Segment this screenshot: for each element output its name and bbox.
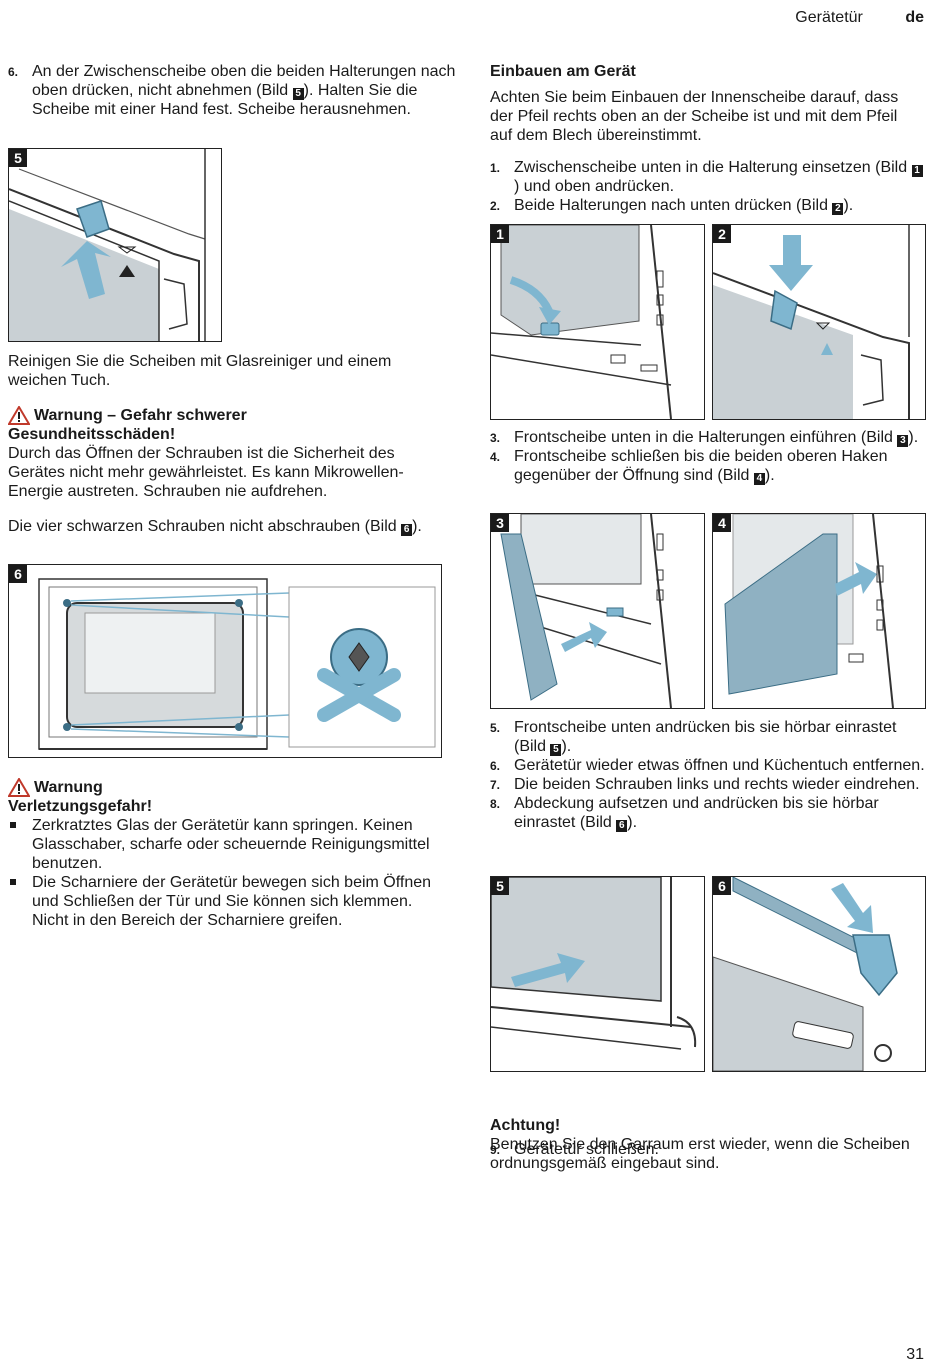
- figure-ref: 5: [550, 744, 562, 756]
- list-item: 8. Abdeckung aufsetzen und andrücken bis…: [490, 795, 879, 832]
- list-item: 7. Die beiden Schrauben links und rechts…: [490, 776, 920, 793]
- attention-note: Achtung! Benutzen Sie den Garraum erst w…: [490, 1116, 926, 1173]
- figure-ref: 5: [292, 88, 304, 100]
- step-number: 6.: [8, 65, 19, 79]
- cleaning-text: Reinigen Sie die Scheiben mit Glasreinig…: [8, 353, 392, 389]
- figure-badge: 5: [9, 149, 27, 167]
- warning-body: Durch das Öffnen der Schrauben ist die S…: [8, 445, 404, 500]
- figure-6-right-illustration: [713, 877, 898, 1071]
- figure-6-left: 6: [8, 564, 442, 758]
- figure-ref: 3: [897, 435, 909, 447]
- figure-badge: 6: [9, 565, 27, 583]
- warning-title: Warnung: [34, 779, 103, 796]
- figure-badge: 1: [491, 225, 509, 243]
- attention-title: Achtung!: [490, 1117, 561, 1134]
- figure-badge: 2: [713, 225, 731, 243]
- figure-4-right: 4: [712, 513, 926, 709]
- figure-4-illustration: [724, 514, 894, 708]
- install-steps-c: 5. Frontscheibe unten andrücken bis sie …: [490, 718, 926, 832]
- warning-bullet: Die Scharniere der Gerätetür bewegen sic…: [8, 873, 440, 930]
- figure-2-illustration: [713, 225, 910, 419]
- figure-2-right: 2: [712, 224, 926, 420]
- warning-bullet: Zerkratztes Glas der Gerätetür kann spri…: [8, 816, 440, 873]
- figure-3-right: 3: [490, 513, 705, 709]
- list-item: 4. Frontscheibe schließen bis die beiden…: [490, 448, 888, 485]
- figure-ref: 6: [616, 820, 628, 832]
- figure-5-left: 5: [8, 148, 222, 342]
- figure-1-right: 1: [490, 224, 705, 420]
- install-steps-b: 3. Frontscheibe unten in die Halterungen…: [490, 428, 926, 485]
- figure-badge: 4: [713, 514, 731, 532]
- figure-5-right-illustration: [491, 877, 697, 1050]
- warning-triangle-icon: [8, 778, 30, 797]
- list-item: 6. Gerätetür wieder etwas öffnen und Küc…: [490, 757, 925, 774]
- warning-title: Warnung – Gefahr schwerer: [34, 407, 247, 424]
- figure-1-illustration: [491, 225, 672, 419]
- attention-body: Benutzen Sie den Garraum erst wieder, we…: [490, 1136, 910, 1172]
- figure-badge: 3: [491, 514, 509, 532]
- install-step-9: 9. Gerätetür schließen.: [490, 1141, 659, 1158]
- install-heading: Einbauen am Gerät: [490, 63, 636, 80]
- figure-badge: 5: [491, 877, 509, 895]
- figure-3-illustration: [500, 514, 672, 708]
- list-item: 5. Frontscheibe unten andrücken bis sie …: [490, 719, 897, 756]
- install-intro: Achten Sie beim Einbauen der Innenscheib…: [490, 89, 899, 144]
- figure-5-right: 5: [490, 876, 705, 1072]
- warning-subtitle: Gesundheitsschäden!: [8, 426, 176, 443]
- figure-ref: 4: [753, 473, 765, 485]
- list-item: 3. Frontscheibe unten in die Halterungen…: [490, 429, 919, 447]
- list-item: 2. Beide Halterungen nach unten drücken …: [490, 197, 854, 215]
- section-title: Gerätetür: [795, 9, 863, 26]
- warning-health: Warnung – Gefahr schwerer Gesundheitssch…: [8, 406, 440, 501]
- figure-5-illustration: [9, 149, 206, 341]
- warning-subtitle: Verletzungsgefahr!: [8, 798, 153, 815]
- page-header: Gerätetür de: [795, 8, 924, 27]
- page-number: 31: [906, 1346, 924, 1363]
- screws-note: Die vier schwarzen Schrauben nicht absch…: [8, 518, 422, 536]
- figure-ref: 6: [401, 524, 413, 536]
- figure-6-illustration: [38, 578, 436, 750]
- figure-ref: 1: [911, 165, 923, 177]
- left-step-6: 6. An der Zwischenscheibe oben die beide…: [8, 63, 456, 118]
- warning-injury: Warnung Verletzungsgefahr! Zerkratztes G…: [8, 778, 440, 930]
- figure-6-right: 6: [712, 876, 926, 1072]
- figure-badge: 6: [713, 877, 731, 895]
- list-item: 1. Zwischenscheibe unten in die Halterun…: [490, 158, 926, 196]
- language-code: de: [905, 9, 924, 26]
- figure-ref: 2: [832, 203, 844, 215]
- warning-triangle-icon: [8, 406, 30, 425]
- install-steps-a: 1. Zwischenscheibe unten in die Halterun…: [490, 158, 926, 215]
